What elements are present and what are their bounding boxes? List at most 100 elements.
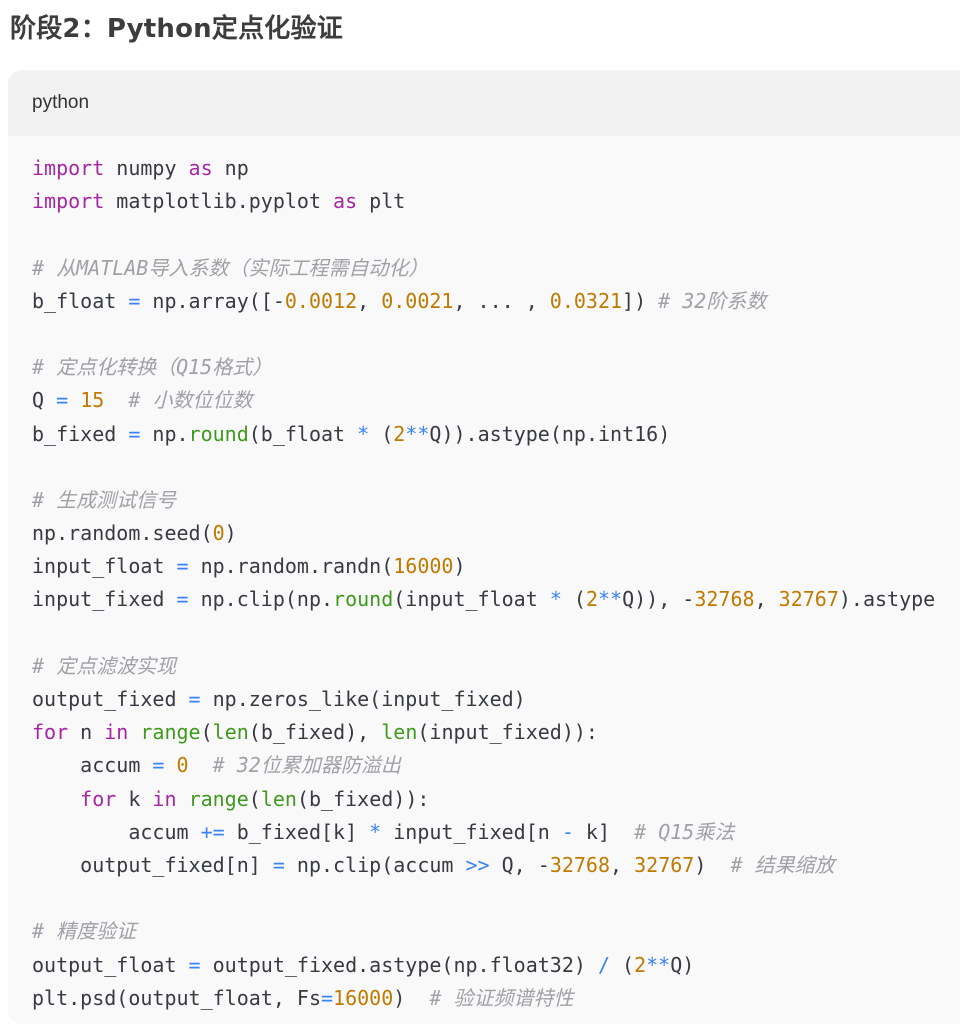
code-line [32,218,960,251]
code-line: # 生成测试信号 [32,484,960,517]
code-token: b_fixed[k] [224,819,370,844]
code-token: * [369,819,382,844]
code-token: ) [453,554,466,579]
code-line: accum = 0 # 32位累加器防溢出 [32,749,960,782]
code-token: 32767 [634,852,695,877]
code-token: in [104,720,129,745]
code-token: in [152,786,177,811]
code-token: for [80,786,117,811]
code-token: = [152,753,165,778]
code-token: ) [694,852,731,877]
code-token: round [188,421,249,446]
code-token: 0 [212,521,225,546]
code-token: Q) [670,952,695,977]
code-token: np.random.seed( [32,521,213,546]
code-token: ** [405,421,430,446]
code-token: len [260,786,297,811]
code-token: 2 [634,952,647,977]
code-token: >> [465,852,490,877]
code-token: output_fixed [32,687,189,711]
code-token: input_float [32,554,177,579]
code-token: input_fixed [32,587,177,612]
code-token: len [381,720,418,745]
code-token: np.clip(accum [284,852,466,877]
code-token: += [200,819,225,844]
code-line: np.random.seed(0) [32,517,960,550]
code-token: 0.0321 [549,288,623,313]
code-token: ) [393,985,430,1010]
code-block-header: python [8,70,960,136]
code-token: , [610,852,635,877]
code-token: = [56,388,69,413]
code-line: input_fixed = np.clip(np.round(input_flo… [32,583,960,616]
code-token: numpy [104,156,189,180]
code-token: range [140,720,201,745]
code-line: for k in range(len(b_fixed)): [32,783,960,816]
code-line: # 从MATLAB导入系数（实际工程需自动化） [32,252,960,285]
code-token: 15 [80,388,105,413]
code-token: , [754,587,779,612]
code-token [164,753,176,777]
code-line: import matplotlib.pyplot as plt [32,185,960,218]
code-token: # 小数位位数 [128,388,253,413]
code-line: input_float = np.random.randn(16000) [32,550,960,583]
code-token: # 精度验证 [32,919,137,944]
code-token: k] [573,819,635,844]
code-token: / [597,952,610,977]
code-token: range [188,786,249,811]
code-token: , [357,288,382,313]
code-token: input_fixed[n [381,819,562,844]
code-line: b_float = np.array([-0.0012, 0.0021, ...… [32,285,960,318]
code-line: b_fixed = np.round(b_float * (2**Q)).ast… [32,418,960,451]
code-token: (input_fixed)): [417,720,598,745]
code-token: output_fixed.astype(np.float32) [200,952,598,977]
code-token: (b_fixed), [248,720,382,745]
code-token: = [128,288,141,313]
code-token: ).astype [838,587,936,612]
code-line [32,617,960,650]
code-token [128,720,140,744]
code-token: ** [646,952,671,977]
code-token: ( [610,952,635,977]
code-token: # 32位累加器防溢出 [212,753,401,778]
code-token: 32768 [549,852,611,877]
code-token: n [68,720,105,745]
code-token: matplotlib.pyplot [104,189,334,214]
code-line: # 定点滤波实现 [32,650,960,683]
code-token: len [212,720,249,745]
code-token: as [333,189,358,214]
code-token: as [188,156,213,180]
code-token [177,787,189,811]
code-token: # 从MATLAB导入系数（实际工程需自动化） [32,255,429,280]
code-token: Q [32,388,57,413]
code-line: accum += b_fixed[k] * input_fixed[n - k]… [32,816,960,849]
code-token: = [320,985,334,1010]
code-token [32,787,80,811]
code-token: ( [248,786,261,811]
code-token: 32767 [778,587,839,612]
code-token: ( [561,587,586,612]
section-heading: 阶段2：Python定点化验证 [10,14,343,44]
code-token: # Q15乘法 [634,819,735,844]
code-token: = [188,687,201,711]
code-line: # 精度验证 [32,915,960,948]
code-token: Q)).astype(np.int16) [429,421,671,446]
code-token: ]) [622,288,659,313]
code-language-label: python [32,92,90,113]
code-token: np. [140,421,189,446]
code-token: k [116,786,153,811]
code-token: plt.psd(output_float, Fs [32,985,321,1010]
code-token: ** [598,587,623,612]
code-token: (b_fixed)): [296,786,430,811]
code-token: output_fixed[n] [32,852,273,877]
code-line [32,882,960,915]
code-token: np [212,156,249,180]
code-token: output_float [32,952,189,977]
code-token: b_fixed [32,421,129,446]
code-token: np.random.randn( [188,554,394,579]
code-token: * [357,421,370,446]
code-token [68,388,80,412]
code-token: # 验证频谱特性 [429,985,574,1010]
